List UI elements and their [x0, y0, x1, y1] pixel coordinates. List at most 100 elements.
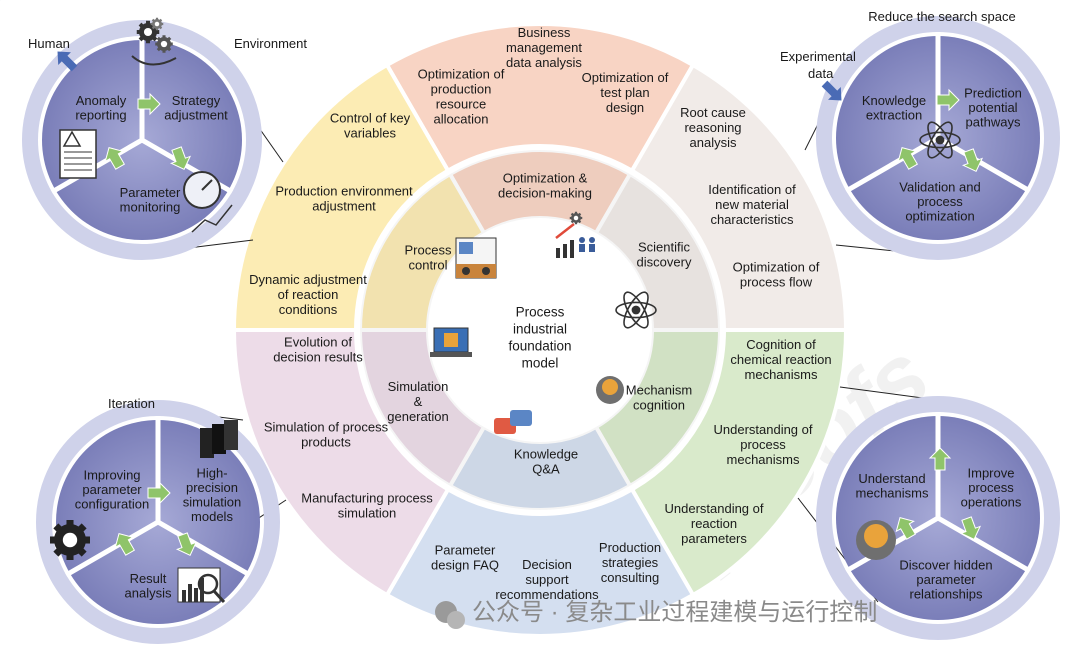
gear-icon-hole	[574, 216, 579, 221]
outer-label-process-control-2-line: conditions	[279, 302, 338, 317]
person-icon	[579, 237, 585, 243]
outer-label-process-control-2-line: of reaction	[278, 287, 339, 302]
outer-label-scientific-2-line: Optimization of	[733, 260, 820, 275]
inner-label-optimization-line: Optimization &	[503, 171, 588, 186]
gear-icon	[151, 18, 164, 31]
cycle-label-top-left-2-line: monitoring	[120, 199, 181, 214]
inner-label-process-control-line: control	[408, 258, 447, 273]
outer-label-process-control-2-line: Dynamic adjustment	[249, 272, 367, 287]
center-label-line: model	[522, 356, 559, 371]
outer-label-mechanism-2-line: Understanding of	[664, 501, 763, 516]
inner-label-simulation-line: Simulation	[388, 379, 449, 394]
inner-label-knowledge-line: Knowledge	[514, 447, 578, 462]
outer-label-simulation-1-line: Simulation of process	[264, 420, 389, 435]
outer-label-optimization-2-line: test plan	[600, 85, 649, 100]
outer-label-optimization-1-line: Optimization of	[418, 67, 505, 82]
gear-icon	[570, 212, 583, 225]
laptop-base	[430, 352, 472, 357]
server-block	[212, 424, 226, 454]
outer-label-knowledge-1-line: Decision	[522, 557, 572, 572]
outer-label-scientific-0-line: Root cause	[680, 105, 746, 120]
cycle-label-bottom-left-0-line: configuration	[75, 497, 149, 512]
gear-icon	[155, 35, 173, 53]
inner-label-knowledge-line: Q&A	[532, 462, 560, 477]
outer-label-mechanism-2-line: reaction	[691, 516, 737, 531]
outer-label-optimization-1-line: production	[431, 82, 492, 97]
outer-label-scientific-1-line: Identification of	[708, 182, 796, 197]
outer-label-simulation-0-line: Evolution of	[284, 335, 352, 350]
cycle-label-top-left-2-line: Parameter	[120, 185, 181, 200]
cycle-label-bottom-right-1-line: process	[968, 480, 1014, 495]
cycle-label-top-left-1-line: adjustment	[164, 107, 228, 122]
cycle-label-bottom-left-0-line: Improving	[83, 468, 140, 483]
cycle-label-top-right-0-line: Knowledge	[862, 93, 926, 108]
outer-label-simulation-2-line: Manufacturing process	[301, 491, 433, 506]
gear-icon-hole	[63, 533, 77, 547]
cycle-label-top-right-1-line: Prediction	[964, 86, 1022, 101]
label-reduce-search-space: Reduce the search space	[868, 9, 1015, 24]
inner-label-scientific-line: discovery	[637, 255, 692, 270]
cycle-label-bottom-right-0-line: mechanisms	[856, 485, 929, 500]
inner-label-scientific-line: Scientific	[638, 240, 691, 255]
outer-label-scientific-1-line: new material	[715, 197, 789, 212]
center-label-line: foundation	[508, 339, 571, 354]
server-block	[224, 420, 238, 450]
document-icon	[60, 130, 96, 178]
cycle-label-bottom-right-2-line: Discover hidden	[899, 558, 992, 573]
gear-icon-hole	[144, 28, 152, 36]
label-data: data	[808, 66, 834, 81]
outer-label-simulation-2-line: simulation	[338, 506, 397, 521]
cycle-label-bottom-left-0-line: parameter	[82, 482, 142, 497]
cycle-label-top-left-0-line: reporting	[75, 107, 126, 122]
cycle-label-bottom-left-2-line: Result	[130, 571, 167, 586]
machine-wheel	[482, 267, 490, 275]
cycle-label-top-right-2-line: process	[917, 194, 963, 209]
wechat-watermark: 公众号 · 复杂工业过程建模与运行控制	[435, 599, 877, 629]
brain-head-icon	[596, 376, 624, 404]
cycle-label-top-left-0-line: Anomaly	[76, 93, 127, 108]
atom-icon-nucleus	[632, 306, 641, 315]
cycle-label-bottom-right-0-line: Understand	[858, 471, 925, 486]
inner-label-process-control-line: Process	[405, 243, 452, 258]
outer-label-knowledge-0-line: Parameter	[435, 543, 496, 558]
cycle-label-bottom-left-1-line: simulation	[183, 494, 242, 509]
label-iteration: Iteration	[108, 396, 155, 411]
inner-label-optimization: Optimization &decision-making	[498, 171, 592, 201]
outer-label-knowledge-2-line: consulting	[601, 570, 660, 585]
person-body	[589, 244, 595, 252]
outer-label-scientific-0-line: reasoning	[684, 120, 741, 135]
cycle-label-bottom-left-1-line: precision	[186, 480, 238, 495]
outer-label-process-control-1-line: Production environment	[275, 184, 413, 199]
inner-label-mechanism-line: Mechanism	[626, 383, 692, 398]
outer-label-optimization-1-line: resource	[436, 97, 487, 112]
cycle-label-top-left-1-line: Strategy	[172, 93, 221, 108]
outer-label-scientific-0-line: analysis	[690, 135, 737, 150]
outer-label-scientific-2-line: process flow	[740, 275, 813, 290]
machine-wheel	[462, 267, 470, 275]
brain	[864, 524, 888, 548]
outer-label-optimization-0-line: Business	[518, 25, 571, 40]
cycle-label-top-right-1-line: pathways	[966, 115, 1021, 130]
laptop-cube	[444, 333, 458, 347]
gear-icon	[0, 0, 3, 1]
laptop-icon	[430, 328, 472, 357]
inner-label-optimization-line: decision-making	[498, 186, 592, 201]
outer-label-mechanism-1-line: mechanisms	[727, 452, 800, 467]
cycle-label-bottom-left-1-line: High-	[196, 465, 227, 480]
outer-label-knowledge-1-line: support	[525, 572, 569, 587]
brain	[602, 379, 618, 395]
outer-label-knowledge-0-line: design FAQ	[431, 558, 499, 573]
outer-label-process-control-0-line: variables	[344, 126, 397, 141]
cycle-label-bottom-right-1-line: Improve	[968, 466, 1015, 481]
inner-label-simulation-line: &	[414, 394, 423, 409]
